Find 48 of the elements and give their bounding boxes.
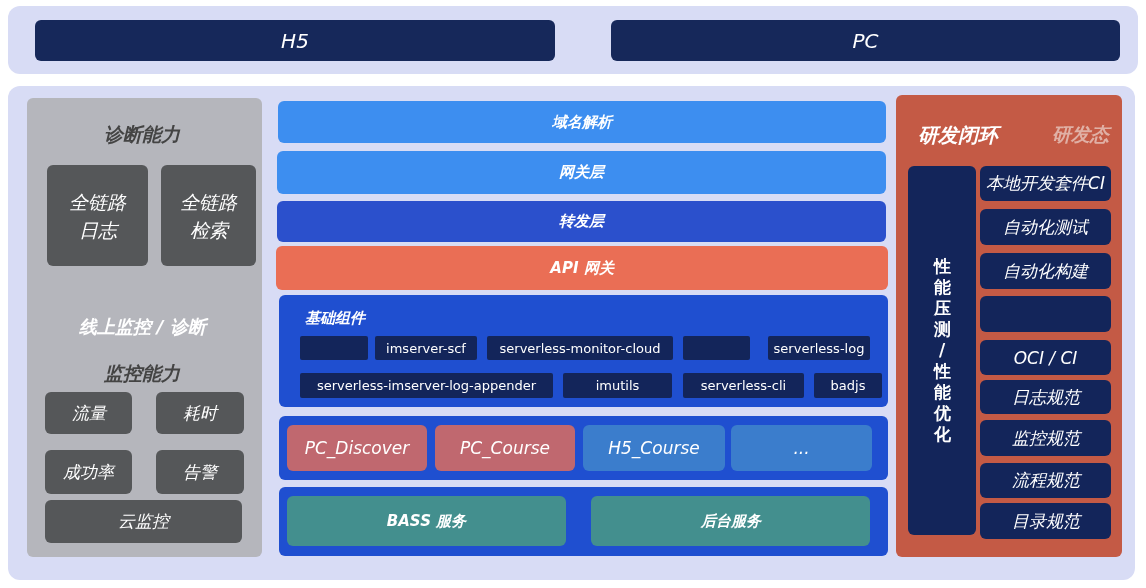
component-tag: serverless-monitor-cloud: [487, 336, 673, 360]
monitor-panel: [27, 98, 262, 557]
service-box: 后台服务: [591, 496, 870, 546]
client-bar: H5: [35, 20, 555, 61]
spec-box: 自动化测试: [980, 209, 1111, 245]
component-tag: serverless-log: [768, 336, 870, 360]
capability-box: 云监控: [45, 500, 242, 543]
spec-box: 监控规范: [980, 420, 1111, 456]
app-box: PC_Discover: [287, 425, 427, 471]
component-tag: imserver-scf: [375, 336, 477, 360]
layer-bar: 网关层: [277, 151, 886, 194]
dev-panel: [896, 95, 1122, 557]
spec-box: 自动化构建: [980, 253, 1111, 289]
spec-box: 目录规范: [980, 503, 1111, 539]
service-box: BASS 服务: [287, 496, 566, 546]
app-box: H5_Course: [583, 425, 725, 471]
client-bar: PC: [611, 20, 1120, 61]
component-tag: imutils: [563, 373, 672, 398]
capability-box: 耗时: [156, 392, 244, 434]
capability-box: 成功率: [45, 450, 132, 494]
panel: [8, 86, 1135, 580]
spec-box: [980, 296, 1111, 332]
app-box: PC_Course: [435, 425, 575, 471]
app-box: ...: [731, 425, 872, 471]
spec-box: 日志规范: [980, 380, 1111, 414]
component-panel: [279, 295, 888, 407]
app-panel: [279, 416, 888, 480]
capability-box: 全链路日志: [47, 165, 148, 266]
service-panel: [279, 487, 888, 556]
panel: [8, 6, 1138, 74]
spec-box: OCI / CI: [980, 340, 1111, 375]
component-tag: serverless-cli: [683, 373, 804, 398]
heading: 基础组件: [305, 308, 365, 328]
component-tag: serverless-imserver-log-appender: [300, 373, 553, 398]
spec-box: 本地开发套件CI: [980, 166, 1111, 201]
capability-box: 告警: [156, 450, 244, 494]
heading: 监控能力: [104, 361, 180, 386]
capability-box: 全链路检索: [161, 165, 256, 266]
spec-box: 流程规范: [980, 463, 1111, 498]
heading: 诊断能力: [104, 122, 180, 147]
layer-bar: 转发层: [277, 201, 886, 242]
layer-bar: 域名解析: [278, 101, 886, 143]
component-tag: badjs: [814, 373, 882, 398]
component-tag: [683, 336, 750, 360]
component-tag: [300, 336, 368, 360]
vertical-bar: 性能压测 / 性能优化: [908, 166, 976, 535]
capability-box: 流量: [45, 392, 132, 434]
layer-bar: API 网关: [276, 246, 888, 290]
